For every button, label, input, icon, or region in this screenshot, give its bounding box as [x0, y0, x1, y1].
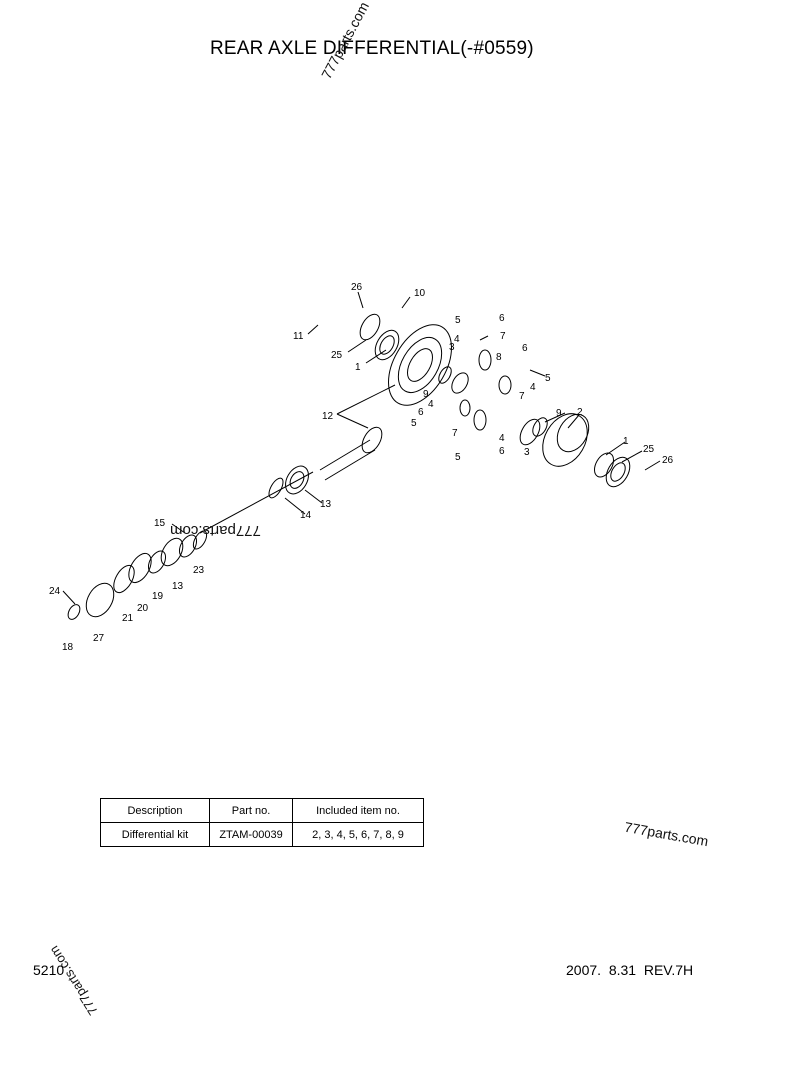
callout-26b: 26 — [662, 455, 674, 466]
callout-9: 9 — [423, 389, 429, 400]
callout-13: 13 — [320, 499, 332, 510]
callout-12: 12 — [322, 411, 334, 422]
page-title: REAR AXLE DIFFERENTIAL(-#0559) — [210, 38, 534, 59]
callout-1b: 1 — [623, 436, 629, 447]
callout-4b: 4 — [530, 382, 536, 393]
callout-20: 20 — [137, 603, 149, 614]
exploded-parts-diagram: 26 10 11 25 1 5 6 4 7 3 8 6 5 4 7 9 12 6… — [49, 282, 674, 653]
callout-19: 19 — [152, 591, 164, 602]
watermark: 777parts.com — [46, 943, 101, 1018]
callout-18: 18 — [62, 642, 74, 653]
callout-8: 8 — [496, 352, 502, 363]
callout-6c: 6 — [418, 407, 424, 418]
callout-4: 4 — [454, 334, 460, 345]
table-cell-part-no: ZTAM-00039 — [209, 822, 293, 847]
callout-7b: 7 — [519, 391, 525, 402]
column-header-description: Description — [100, 798, 210, 823]
callout-13b: 13 — [172, 581, 184, 592]
callout-4c: 4 — [428, 399, 434, 410]
callout-24: 24 — [49, 586, 61, 597]
table-cell-included-items: 2, 3, 4, 5, 6, 7, 8, 9 — [292, 822, 424, 847]
callout-5: 5 — [455, 315, 461, 326]
callout-26: 26 — [351, 282, 363, 293]
callout-6: 6 — [499, 313, 505, 324]
callout-10: 10 — [414, 288, 426, 299]
callout-4d: 4 — [499, 433, 505, 444]
callout-15: 15 — [154, 518, 166, 529]
callout-2: 2 — [577, 407, 583, 418]
callout-3b: 3 — [524, 447, 530, 458]
callout-25: 25 — [331, 350, 343, 361]
callout-6d: 6 — [499, 446, 505, 457]
callout-7c: 7 — [452, 428, 458, 439]
callout-6b: 6 — [522, 343, 528, 354]
callout-5c: 5 — [411, 418, 417, 429]
watermark: 777parts.com — [170, 522, 261, 539]
callout-27: 27 — [93, 633, 105, 644]
column-header-part-no: Part no. — [209, 798, 293, 823]
callout-23: 23 — [193, 565, 205, 576]
table-header-row: Description Part no. Included item no. — [100, 798, 424, 823]
callout-7: 7 — [500, 331, 506, 342]
revision-date: 2007. 8.31 REV.7H — [566, 962, 694, 978]
callout-11: 11 — [293, 331, 304, 342]
callout-9b: 9 — [556, 408, 562, 419]
callout-14: 14 — [300, 510, 312, 521]
callout-5b: 5 — [545, 373, 551, 384]
table-cell-description: Differential kit — [100, 822, 210, 847]
page-code: 5210 — [33, 962, 65, 978]
callout-21: 21 — [122, 613, 134, 624]
kit-table: Description Part no. Included item no. D… — [100, 798, 424, 847]
callout-1: 1 — [355, 362, 361, 373]
watermark: 777parts.com — [623, 818, 710, 850]
column-header-included-items: Included item no. — [292, 798, 424, 823]
callout-5d: 5 — [455, 452, 461, 463]
table-row: Differential kit ZTAM-00039 2, 3, 4, 5, … — [100, 822, 424, 847]
callout-3: 3 — [449, 342, 455, 353]
callout-25b: 25 — [643, 444, 655, 455]
